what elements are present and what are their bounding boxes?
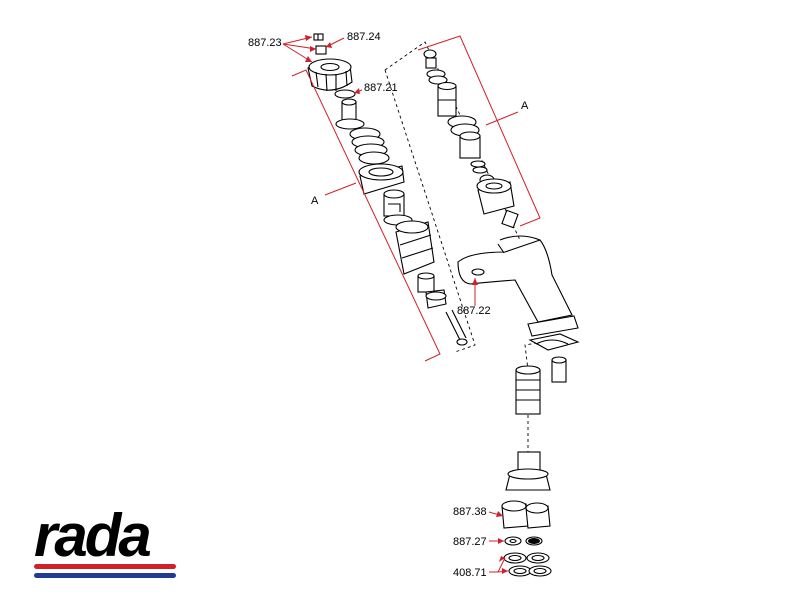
tap-spout-body [457,235,579,337]
fixing-nut [505,451,551,491]
label-887-21: 887.21 [364,82,398,94]
logo-wordmark: rada [34,502,150,569]
arrowhead-408-71-a [499,556,505,562]
label-887-22: 887.22 [457,305,491,317]
cam-guide-part [383,189,413,226]
assembly-a-left-leader [324,182,357,196]
label-887-38: 887.38 [453,506,487,518]
rada-logo: rada [34,502,176,578]
stem-pin [445,309,468,346]
right-stem [501,209,519,229]
assembly-a-right-bracket [417,35,541,227]
cartridge-body [395,220,435,293]
arrowhead-887-22 [472,278,478,285]
arrowhead-887-24 [326,42,332,48]
assembly-a-right-leader [485,111,519,126]
label-assembly-a-left: A [311,195,319,207]
part-labels: 887.23 887.24 887.21 A A 887.22 887.38 8… [248,31,529,579]
arrowhead-408-71-b [502,568,508,574]
compression-nuts [501,500,551,529]
insert-part [315,45,327,55]
spindle-part [335,98,365,130]
arrowhead-887-27 [498,538,504,544]
spring-part [349,127,390,165]
screw-part [313,33,324,41]
left-cartridge-parts [307,33,468,346]
bonnet-ring-part [358,163,405,195]
logo-stripe-blue [34,573,176,578]
right-small-spring [470,160,488,174]
label-assembly-a-right: A [521,100,529,112]
label-408-71: 408.71 [453,567,487,579]
right-top-cap [423,49,437,69]
handle-knob [307,58,353,92]
olive-rings [503,552,552,577]
assembly-a-left-bracket [291,69,441,362]
leader-408-71-a [497,557,506,573]
right-spring [426,69,448,85]
logo-stripe-red [34,564,176,569]
arrowhead-887-38 [496,511,503,517]
seat-part [425,289,447,309]
arrowhead-887-23-a [305,35,312,41]
threaded-tail [515,365,541,415]
right-guide [459,131,481,159]
arrowhead-887-23-b [305,56,312,62]
mounting-plate [528,333,580,351]
arrowhead-887-23-c [310,46,316,52]
label-887-23: 887.23 [248,37,282,49]
sleeve-part [551,356,567,383]
washer-part [334,89,356,99]
callout-lines [282,35,541,573]
callout-arrowheads [305,35,508,574]
right-spindle [437,81,457,117]
label-887-24: 887.24 [347,31,381,43]
rubber-washers [504,536,543,546]
label-887-27: 887.27 [453,536,487,548]
arrowhead-887-21 [354,88,360,94]
right-cartridge-parts [423,49,519,229]
right-bonnet [476,178,515,215]
